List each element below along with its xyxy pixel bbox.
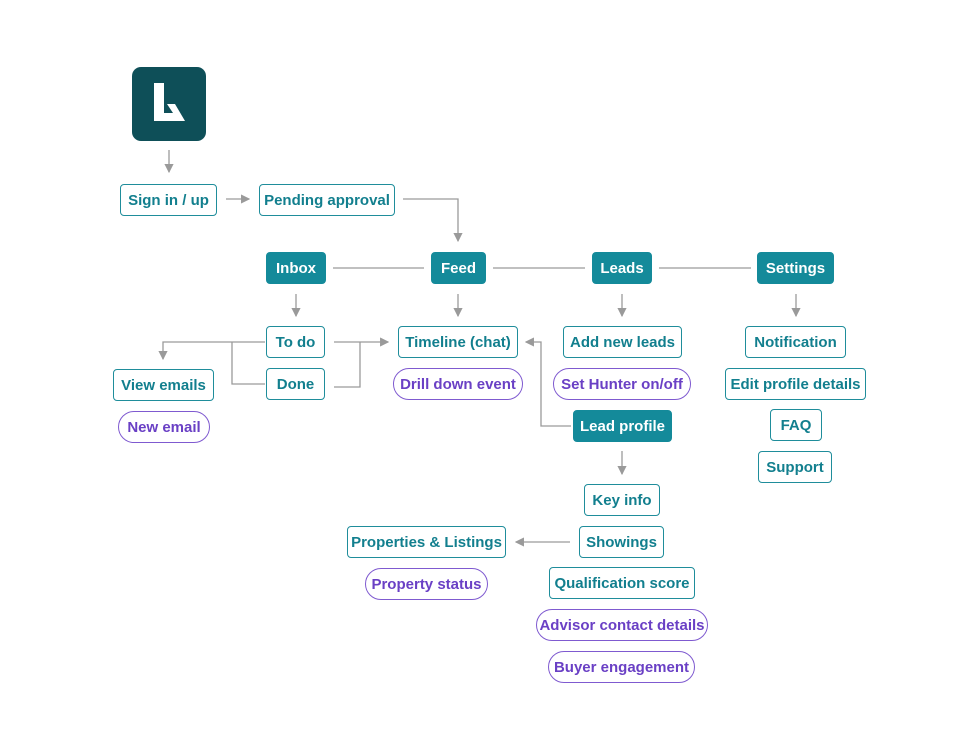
timeline-chat-node[interactable]: Timeline (chat) (398, 326, 518, 358)
line-done-to-todo-branch (231, 342, 265, 385)
lead-profile-node[interactable]: Lead profile (573, 410, 672, 442)
qualification-score-node[interactable]: Qualification score (549, 567, 695, 599)
property-status-node[interactable]: Property status (365, 568, 488, 600)
edit-profile-details-node[interactable]: Edit profile details (725, 368, 866, 400)
properties-listings-node[interactable]: Properties & Listings (347, 526, 506, 558)
feed-node[interactable]: Feed (431, 252, 486, 284)
set-hunter-node[interactable]: Set Hunter on/off (553, 368, 691, 400)
app-logo (132, 67, 206, 141)
add-new-leads-node[interactable]: Add new leads (563, 326, 682, 358)
drill-down-event-node[interactable]: Drill down event (393, 368, 523, 400)
support-node[interactable]: Support (758, 451, 832, 483)
showings-node[interactable]: Showings (579, 526, 664, 558)
key-info-node[interactable]: Key info (584, 484, 660, 516)
buyer-engagement-node[interactable]: Buyer engagement (548, 651, 695, 683)
inbox-node[interactable]: Inbox (266, 252, 326, 284)
to-do-node[interactable]: To do (266, 326, 325, 358)
arrow-leadprofile-to-timeline (524, 337, 571, 427)
app-logo-icon (154, 83, 185, 121)
settings-node[interactable]: Settings (757, 252, 834, 284)
done-node[interactable]: Done (266, 368, 325, 400)
arrow-todo-to-viewemails (158, 341, 265, 361)
view-emails-node[interactable]: View emails (113, 369, 214, 401)
sign-in-up-node[interactable]: Sign in / up (120, 184, 217, 216)
arrow-pending-to-feed (403, 198, 463, 243)
faq-node[interactable]: FAQ (770, 409, 822, 441)
pending-approval-node[interactable]: Pending approval (259, 184, 395, 216)
advisor-contact-details-node[interactable]: Advisor contact details (536, 609, 708, 641)
leads-node[interactable]: Leads (592, 252, 652, 284)
notification-node[interactable]: Notification (745, 326, 846, 358)
new-email-node[interactable]: New email (118, 411, 210, 443)
line-done-to-timeline (334, 342, 361, 388)
